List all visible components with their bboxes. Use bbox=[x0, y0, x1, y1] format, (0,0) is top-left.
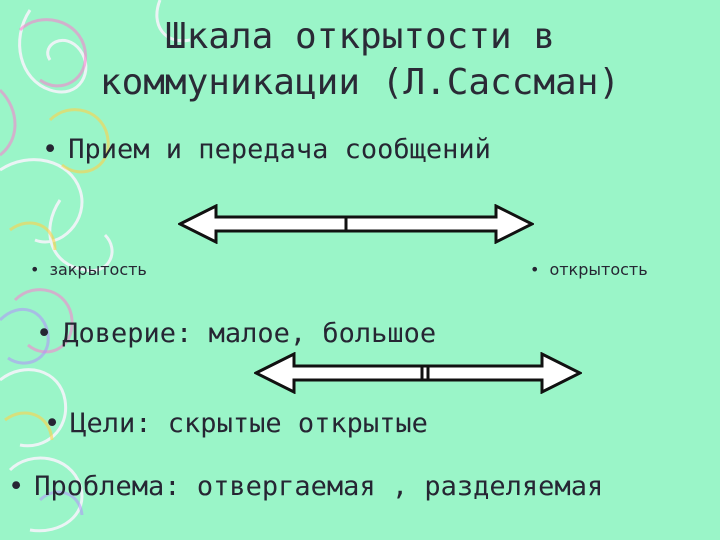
bullet-trust: • Доверие: малое, большое bbox=[36, 318, 436, 349]
bullet-problem: • Проблема: отвергаемая , разделяемая bbox=[8, 471, 603, 502]
bullet-reception: • Прием и передача сообщений bbox=[42, 134, 491, 165]
bullet-dot: • bbox=[530, 260, 540, 279]
bullet-reception-text: Прием и передача сообщений bbox=[68, 134, 491, 165]
bullet-closedness: • закрытость bbox=[30, 260, 147, 279]
title-line-2: коммуникации (Л.Сассман) bbox=[99, 62, 621, 103]
bullet-dot: • bbox=[42, 134, 59, 165]
slide-title: Шкала открытости в коммуникации (Л.Сассм… bbox=[20, 14, 700, 106]
bullet-dot: • bbox=[36, 318, 53, 349]
title-line-1: Шкала открытости в bbox=[164, 16, 556, 57]
double-arrow-middle bbox=[254, 352, 582, 394]
bullet-goals: • Цели: скрытые открытые bbox=[44, 408, 428, 439]
bullet-closedness-text: закрытость bbox=[49, 260, 147, 279]
double-arrow-top bbox=[178, 204, 534, 244]
bullet-openness-text: открытость bbox=[549, 260, 648, 279]
bullet-trust-text: Доверие: малое, большое bbox=[62, 318, 437, 349]
bullet-problem-text: Проблема: отвергаемая , разделяемая bbox=[34, 471, 604, 502]
bullet-dot: • bbox=[8, 471, 25, 502]
bullet-dot: • bbox=[30, 260, 40, 279]
bullet-openness: • открытость bbox=[530, 260, 648, 279]
bullet-goals-text: Цели: скрытые открытые bbox=[70, 408, 428, 439]
bullet-dot: • bbox=[44, 408, 61, 439]
